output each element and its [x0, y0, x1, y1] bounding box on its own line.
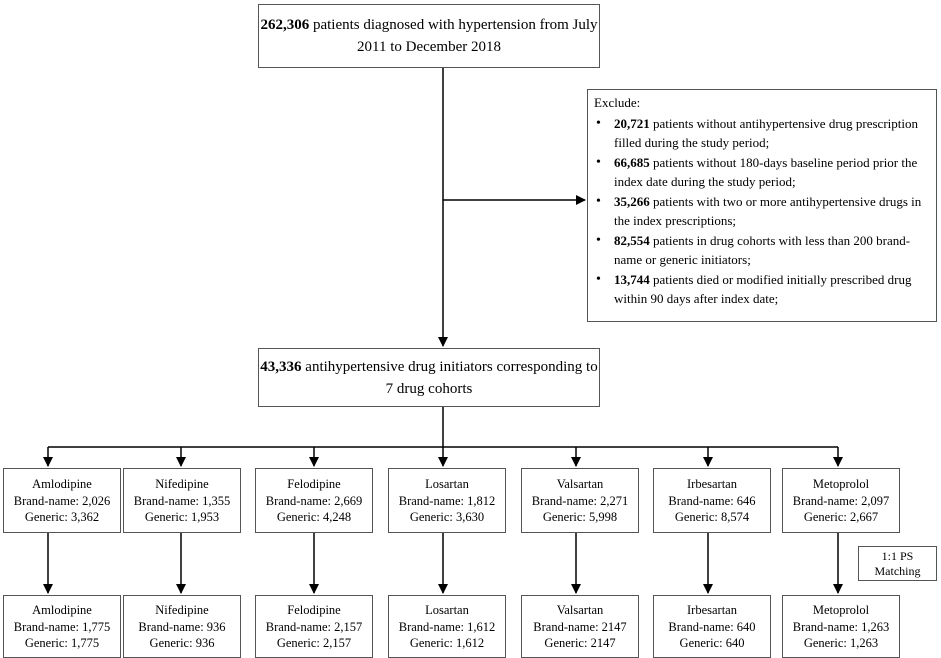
cohort-brand: Brand-name: 646 — [668, 493, 756, 508]
exclusion-item: 20,721 patients without antihypertensive… — [596, 114, 930, 153]
source-population-box: 262,306 patients diagnosed with hyperten… — [258, 4, 600, 68]
cohort-box-amlodipine: Amlodipine Brand-name: 2,026 Generic: 3,… — [3, 468, 121, 533]
initiators-box: 43,336 antihypertensive drug initiators … — [258, 348, 600, 407]
exclusion-item: 66,685 patients without 180-days baselin… — [596, 153, 930, 192]
cohort-generic: Generic: 1,612 — [409, 636, 485, 650]
exclusion-count: 20,721 — [614, 115, 650, 131]
source-count: 262,306 — [260, 17, 310, 33]
cohort-box-felodipine: Felodipine Brand-name: 2,669 Generic: 4,… — [255, 468, 373, 533]
exclusion-text: patients without 180-days baseline perio… — [614, 154, 918, 190]
cohort-generic: Generic: 2147 — [544, 636, 616, 650]
exclusion-count: 66,685 — [614, 154, 650, 170]
cohort-name: Nifedipine — [155, 603, 209, 617]
cohort-name: Irbesartan — [687, 603, 737, 617]
cohort-brand: Brand-name: 640 — [668, 619, 756, 634]
cohort-box-irbesartan: Irbesartan Brand-name: 646 Generic: 8,57… — [653, 468, 771, 533]
cohort-brand: Brand-name: 2,157 — [265, 619, 363, 634]
cohort-name: Amlodipine — [32, 603, 92, 617]
cohort-brand: Brand-name: 2,669 — [265, 493, 363, 508]
cohort-box-losartan: Losartan Brand-name: 1,812 Generic: 3,63… — [388, 468, 506, 533]
cohort-generic: Generic: 1,263 — [803, 636, 879, 650]
cohort-name: Valsartan — [556, 603, 604, 617]
cohort-brand: Brand-name: 2,097 — [792, 493, 890, 508]
cohort-name: Nifedipine — [155, 477, 209, 491]
cohort-box-metoprolol: Metoprolol Brand-name: 2,097 Generic: 2,… — [782, 468, 900, 533]
cohort-name: Felodipine — [287, 603, 341, 617]
cohort-generic: Generic: 2,157 — [276, 636, 352, 650]
cohort-generic: Generic: 3,630 — [409, 510, 485, 524]
cohort-name: Metoprolol — [812, 477, 870, 491]
source-text: patients diagnosed with hypertension fro… — [309, 17, 598, 55]
matched-box-valsartan: Valsartan Brand-name: 2147 Generic: 2147 — [521, 595, 639, 658]
cohort-generic: Generic: 1,953 — [144, 510, 220, 524]
cohort-brand: Brand-name: 2,271 — [531, 493, 629, 508]
cohort-brand: Brand-name: 1,355 — [133, 493, 231, 508]
cohort-name: Metoprolol — [812, 603, 870, 617]
matched-box-nifedipine: Nifedipine Brand-name: 936 Generic: 936 — [123, 595, 241, 658]
exclusion-text: patients died or modified initially pres… — [614, 271, 912, 307]
cohort-name: Amlodipine — [32, 477, 92, 491]
exclusion-count: 35,266 — [614, 193, 650, 209]
cohort-box-nifedipine: Nifedipine Brand-name: 1,355 Generic: 1,… — [123, 468, 241, 533]
cohort-generic: Generic: 1,775 — [24, 636, 100, 650]
cohort-brand: Brand-name: 1,775 — [13, 619, 111, 634]
matched-box-amlodipine: Amlodipine Brand-name: 1,775 Generic: 1,… — [3, 595, 121, 658]
matched-box-felodipine: Felodipine Brand-name: 2,157 Generic: 2,… — [255, 595, 373, 658]
exclusion-count: 13,744 — [614, 271, 650, 287]
ps-matching-line2: Matching — [874, 564, 921, 578]
exclusion-title: Exclude: — [594, 95, 641, 110]
exclusion-list: 20,721 patients without antihypertensive… — [594, 114, 930, 309]
cohort-name: Valsartan — [556, 477, 604, 491]
matched-box-losartan: Losartan Brand-name: 1,612 Generic: 1,61… — [388, 595, 506, 658]
exclusion-text: patients without antihypertensive drug p… — [614, 115, 918, 151]
matched-box-metoprolol: Metoprolol Brand-name: 1,263 Generic: 1,… — [782, 595, 900, 658]
exclusion-item: 82,554 patients in drug cohorts with les… — [596, 231, 930, 270]
exclusion-count: 82,554 — [614, 232, 650, 248]
initiators-count: 43,336 — [260, 359, 302, 375]
ps-matching-line1: 1:1 PS — [881, 549, 914, 563]
cohort-brand: Brand-name: 1,263 — [792, 619, 890, 634]
exclusion-text: patients with two or more antihypertensi… — [614, 193, 922, 229]
cohort-name: Losartan — [425, 477, 469, 491]
exclusion-box: Exclude: 20,721 patients without antihyp… — [587, 89, 937, 322]
exclusion-item: 13,744 patients died or modified initial… — [596, 270, 930, 309]
cohort-generic: Generic: 5,998 — [542, 510, 618, 524]
cohort-generic: Generic: 2,667 — [803, 510, 879, 524]
cohort-brand: Brand-name: 1,612 — [398, 619, 496, 634]
cohort-name: Felodipine — [287, 477, 341, 491]
exclusion-text: patients in drug cohorts with less than … — [614, 232, 911, 268]
cohort-brand: Brand-name: 2147 — [533, 619, 627, 634]
cohort-box-valsartan: Valsartan Brand-name: 2,271 Generic: 5,9… — [521, 468, 639, 533]
cohort-generic: Generic: 3,362 — [24, 510, 100, 524]
cohort-brand: Brand-name: 936 — [138, 619, 226, 634]
cohort-brand: Brand-name: 1,812 — [398, 493, 496, 508]
exclusion-item: 35,266 patients with two or more antihyp… — [596, 192, 930, 231]
initiators-text: antihypertensive drug initiators corresp… — [301, 359, 598, 397]
cohort-generic: Generic: 4,248 — [276, 510, 352, 524]
matched-box-irbesartan: Irbesartan Brand-name: 640 Generic: 640 — [653, 595, 771, 658]
cohort-brand: Brand-name: 2,026 — [13, 493, 111, 508]
cohort-name: Losartan — [425, 603, 469, 617]
ps-matching-label: 1:1 PS Matching — [858, 546, 937, 581]
cohort-generic: Generic: 640 — [679, 636, 745, 650]
cohort-name: Irbesartan — [687, 477, 737, 491]
cohort-generic: Generic: 936 — [149, 636, 215, 650]
cohort-generic: Generic: 8,574 — [674, 510, 750, 524]
